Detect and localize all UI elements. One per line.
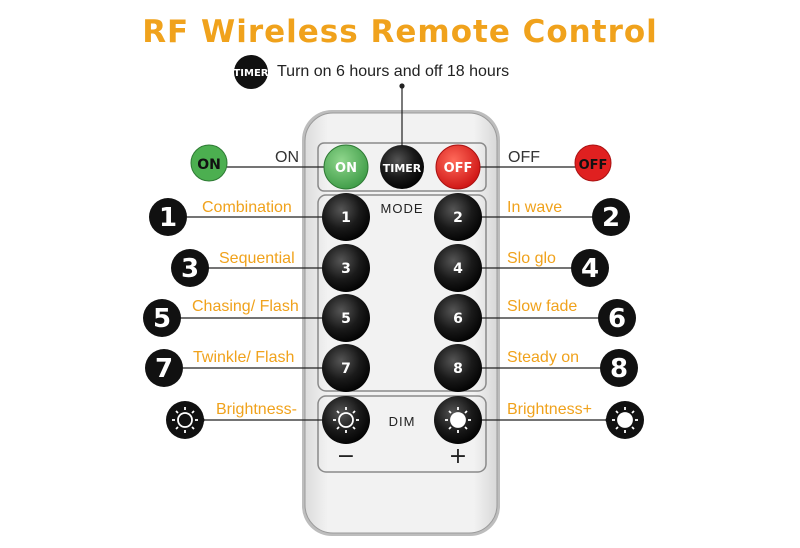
- mode-badge-8-number: 8: [610, 354, 628, 384]
- on-label: ON: [275, 149, 299, 166]
- mode-label-2: In wave: [507, 199, 562, 216]
- mode-label-3: Sequential: [219, 250, 295, 267]
- mode-label-7: Twinkle/ Flash: [193, 349, 294, 366]
- timer-button-label: TIMER: [383, 162, 422, 175]
- dim-plus-symbol: +: [449, 444, 467, 469]
- mode-badge-2: 2: [592, 198, 630, 236]
- mode-button-3-label: 3: [341, 261, 351, 277]
- mode-badge-4: 4: [571, 249, 609, 287]
- sun-outline-icon: [172, 407, 198, 433]
- mode-label-8: Steady on: [507, 349, 579, 366]
- timer-button[interactable]: TIMER: [380, 145, 424, 189]
- off-indicator-label: OFF: [579, 158, 608, 173]
- mode-badge-4-number: 4: [581, 254, 599, 284]
- dim-minus-symbol: −: [337, 444, 355, 469]
- dim-section-label: DIM: [389, 414, 416, 429]
- mode-button-5[interactable]: 5: [322, 294, 370, 342]
- timer-badge-label: TIMER: [233, 68, 268, 79]
- sun-filled-icon: [445, 407, 471, 433]
- mode-panel: [317, 194, 487, 392]
- mode-section-label: MODE: [381, 201, 424, 216]
- mode-badge-2-number: 2: [602, 203, 620, 233]
- mode-button-3[interactable]: 3: [322, 244, 370, 292]
- mode-badge-1: 1: [149, 198, 187, 236]
- mode-badge-5: 5: [143, 299, 181, 337]
- mode-badge-7: 7: [145, 349, 183, 387]
- brightness-plus-label: Brightness+: [507, 401, 592, 418]
- mode-button-4-label: 4: [453, 261, 463, 277]
- sun-outline-icon: [333, 407, 359, 433]
- on-indicator: ON ON: [190, 144, 299, 182]
- brightness-minus-badge: [166, 401, 204, 439]
- off-button[interactable]: OFF: [435, 144, 481, 190]
- mode-button-8[interactable]: 8: [434, 344, 482, 392]
- mode-button-6-label: 6: [453, 311, 463, 327]
- mode-badge-1-number: 1: [159, 203, 177, 233]
- mode-badge-3: 3: [171, 249, 209, 287]
- dim-panel: [317, 395, 487, 473]
- mode-label-4: Slo glo: [507, 250, 556, 267]
- on-button[interactable]: ON: [323, 144, 369, 190]
- mode-button-2-label: 2: [453, 210, 463, 226]
- mode-badge-5-number: 5: [153, 304, 171, 334]
- on-button-label: ON: [335, 161, 357, 176]
- timer-description: Turn on 6 hours and off 18 hours: [277, 63, 509, 80]
- on-indicator-label: ON: [197, 157, 221, 173]
- mode-label-6: Slow fade: [507, 298, 577, 315]
- timer-badge: [234, 55, 268, 89]
- mode-button-6[interactable]: 6: [434, 294, 482, 342]
- brightness-minus-label: Brightness-: [216, 401, 297, 418]
- mode-button-5-label: 5: [341, 311, 351, 327]
- page-title: RF Wireless Remote Control: [142, 14, 658, 50]
- mode-label-1: Combination: [202, 199, 292, 216]
- mode-button-7[interactable]: 7: [322, 344, 370, 392]
- timer-header: TIMER Turn on 6 hours and off 18 hours: [233, 55, 509, 89]
- sun-filled-icon: [612, 407, 638, 433]
- mode-button-2[interactable]: 2: [434, 193, 482, 241]
- mode-badge-8: 8: [600, 349, 638, 387]
- mode-button-7-label: 7: [341, 361, 351, 377]
- off-indicator: OFF OFF: [508, 144, 612, 182]
- mode-badge-7-number: 7: [155, 354, 173, 384]
- mode-badge-6-number: 6: [608, 304, 626, 334]
- off-label: OFF: [508, 149, 540, 166]
- brightness-minus-button[interactable]: [322, 396, 370, 444]
- mode-button-1-label: 1: [341, 210, 351, 226]
- mode-label-5: Chasing/ Flash: [192, 298, 299, 315]
- brightness-plus-button[interactable]: [434, 396, 482, 444]
- brightness-plus-badge: [606, 401, 644, 439]
- mode-badge-3-number: 3: [181, 254, 199, 284]
- mode-button-4[interactable]: 4: [434, 244, 482, 292]
- mode-badge-6: 6: [598, 299, 636, 337]
- off-button-label: OFF: [444, 161, 473, 176]
- mode-button-8-label: 8: [453, 361, 463, 377]
- mode-button-1[interactable]: 1: [322, 193, 370, 241]
